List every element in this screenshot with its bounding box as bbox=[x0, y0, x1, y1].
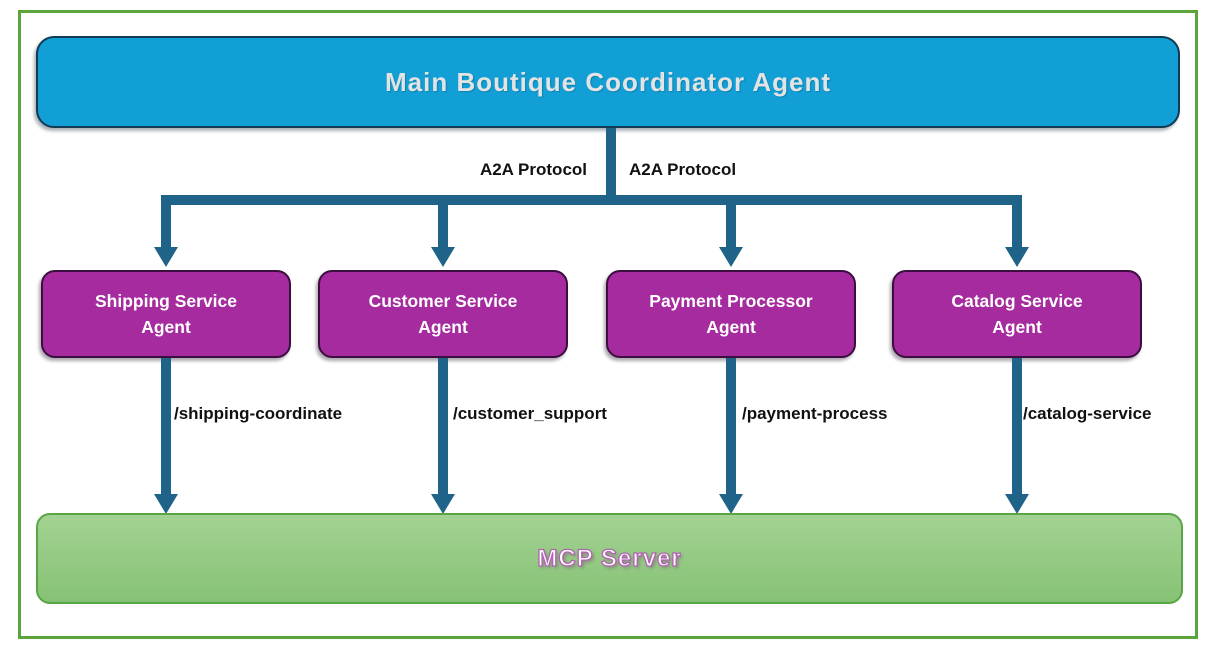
a2a-arrow-shaft-catalog bbox=[1012, 195, 1022, 248]
a2a-arrowhead-catalog bbox=[1005, 247, 1029, 267]
coordinator-stem-connector bbox=[606, 128, 616, 195]
mcp-arrow-shaft-shipping bbox=[161, 358, 171, 496]
a2a-arrowhead-shipping bbox=[154, 247, 178, 267]
mcp-arrow-shaft-customer bbox=[438, 358, 448, 496]
endpoint-label-shipping: /shipping-coordinate bbox=[174, 404, 343, 423]
a2a-protocol-label-left: A2A Protocol bbox=[479, 160, 587, 179]
agent-label-line1: Catalog Service bbox=[951, 291, 1083, 311]
agent-label-line1: Payment Processor bbox=[649, 291, 813, 311]
branch-bar-connector bbox=[161, 195, 1022, 205]
mcp-arrow-shaft-catalog bbox=[1012, 358, 1022, 496]
agent-label-line1: Customer Service bbox=[368, 291, 518, 311]
mcp-arrowhead-payment bbox=[719, 494, 743, 514]
mcp-arrowhead-shipping bbox=[154, 494, 178, 514]
agent-box-payment: Payment Processor Agent bbox=[606, 270, 856, 358]
mcp-arrowhead-catalog bbox=[1005, 494, 1029, 514]
a2a-arrowhead-customer bbox=[431, 247, 455, 267]
agent-label-line1: Shipping Service bbox=[95, 291, 237, 311]
agent-label-line2: Agent bbox=[706, 317, 756, 337]
mcp-arrowhead-customer bbox=[431, 494, 455, 514]
agent-label-line2: Agent bbox=[418, 317, 468, 337]
agent-box-customer: Customer Service Agent bbox=[318, 270, 568, 358]
a2a-arrow-shaft-customer bbox=[438, 195, 448, 248]
agent-label-line2: Agent bbox=[141, 317, 191, 337]
a2a-protocol-label-right: A2A Protocol bbox=[629, 160, 737, 179]
agent-label-line2: Agent bbox=[992, 317, 1042, 337]
a2a-arrowhead-payment bbox=[719, 247, 743, 267]
coordinator-agent-box: Main Boutique Coordinator Agent bbox=[36, 36, 1180, 128]
coordinator-agent-label: Main Boutique Coordinator Agent bbox=[385, 66, 831, 97]
agent-box-shipping: Shipping Service Agent bbox=[41, 270, 291, 358]
diagram-outer-frame bbox=[18, 10, 1198, 639]
mcp-server-label: MCP Server bbox=[537, 544, 682, 572]
endpoint-label-payment: /payment-process bbox=[742, 404, 888, 423]
agent-box-catalog: Catalog Service Agent bbox=[892, 270, 1142, 358]
mcp-server-box: MCP Server bbox=[36, 513, 1183, 604]
a2a-arrow-shaft-payment bbox=[726, 195, 736, 248]
mcp-arrow-shaft-payment bbox=[726, 358, 736, 496]
endpoint-label-catalog: /catalog-service bbox=[1023, 404, 1152, 423]
endpoint-label-customer: /customer_support bbox=[453, 404, 607, 423]
a2a-arrow-shaft-shipping bbox=[161, 195, 171, 248]
